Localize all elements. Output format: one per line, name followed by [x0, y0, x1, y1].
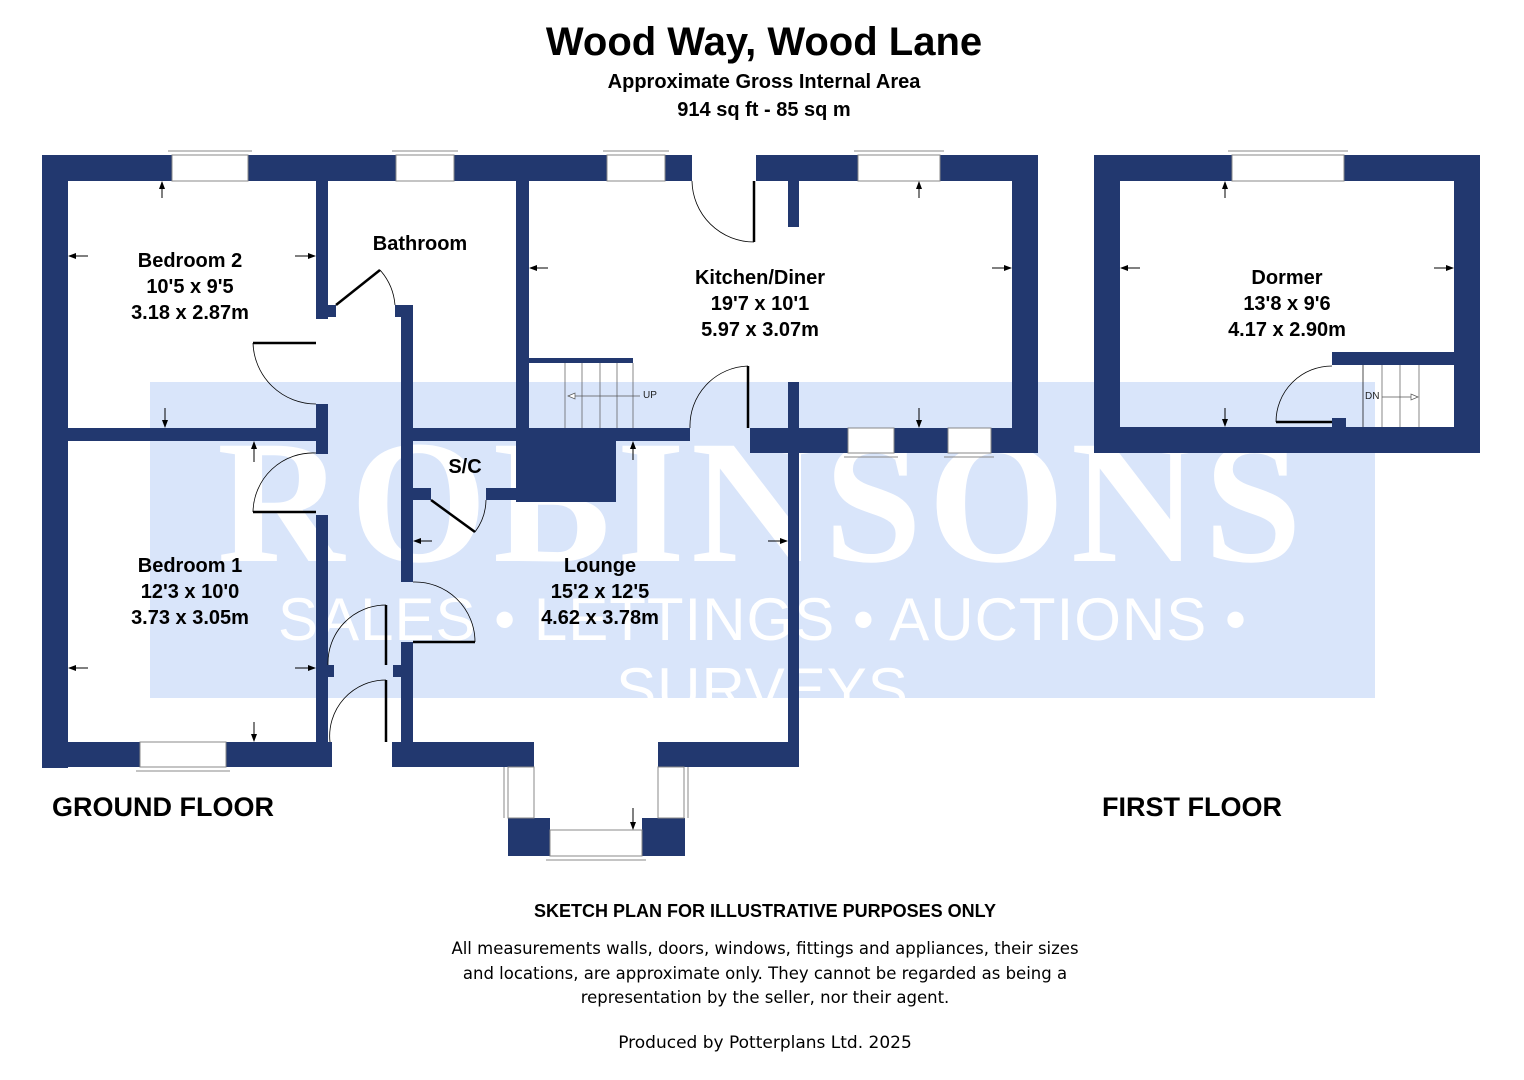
room-size-metric: 5.97 x 3.07m	[701, 319, 819, 341]
first-floor-window	[1228, 150, 1348, 182]
room-kitchen-diner: Kitchen/Diner 19'7 x 10'1 5.97 x 3.07m	[660, 265, 860, 343]
plan-title: Wood Way, Wood Lane	[545, 20, 983, 64]
room-lounge: Lounge 15'2 x 12'5 4.62 x 3.78m	[500, 553, 700, 631]
room-size-imperial: 15'2 x 12'5	[550, 581, 650, 603]
room-size-metric: 3.73 x 3.05m	[131, 607, 249, 629]
room-size-imperial: 10'5 x 9'5	[146, 276, 234, 298]
room-size-imperial: 13'8 x 9'6	[1243, 293, 1331, 315]
stairs-up-label: UP	[643, 390, 657, 401]
ground-stairs	[564, 363, 640, 428]
room-size-imperial: 19'7 x 10'1	[710, 293, 810, 315]
room-size-imperial: 12'3 x 10'0	[140, 581, 240, 603]
first-floor-door	[1275, 365, 1333, 424]
first-dimension-arrows	[1120, 181, 1454, 427]
ground-floor-windows	[136, 150, 994, 861]
area-value: 914 sq ft - 85 sq m	[677, 99, 851, 121]
room-name: Bedroom 1	[137, 555, 243, 577]
room-bedroom-2: Bedroom 2 10'5 x 9'5 3.18 x 2.87m	[90, 248, 290, 326]
dimension-arrows	[68, 181, 1012, 830]
room-bathroom: Bathroom	[340, 231, 500, 257]
first-floor-label: FIRST FLOOR	[1102, 792, 1282, 822]
room-name: Dormer	[1251, 267, 1323, 289]
room-name: S/C	[448, 456, 482, 478]
room-name: Kitchen/Diner	[694, 267, 826, 289]
room-dormer: Dormer 13'8 x 9'6 4.17 x 2.90m	[1187, 265, 1387, 343]
room-name: Bedroom 2	[137, 250, 243, 272]
room-size-metric: 4.62 x 3.78m	[541, 607, 659, 629]
room-size-metric: 4.17 x 2.90m	[1228, 319, 1346, 341]
room-size-metric: 3.18 x 2.87m	[131, 302, 249, 324]
ground-floor-label: GROUND FLOOR	[52, 792, 274, 822]
room-name: Lounge	[563, 555, 637, 577]
disclaimer-heading: SKETCH PLAN FOR ILLUSTRATIVE PURPOSES ON…	[533, 901, 997, 921]
first-stairs	[1362, 365, 1420, 427]
room-bedroom-1: Bedroom 1 12'3 x 10'0 3.73 x 3.05m	[90, 553, 290, 631]
door-swings	[252, 180, 756, 743]
producer-credit: Produced by Potterplans Ltd. 2025	[618, 1033, 912, 1053]
area-label: Approximate Gross Internal Area	[607, 71, 921, 93]
disclaimer-body: All measurements walls, doors, windows, …	[451, 939, 1079, 1007]
stairs-down-label: DN	[1365, 391, 1380, 402]
room-name: Bathroom	[372, 233, 468, 255]
room-storage-cupboard: S/C	[430, 454, 500, 480]
